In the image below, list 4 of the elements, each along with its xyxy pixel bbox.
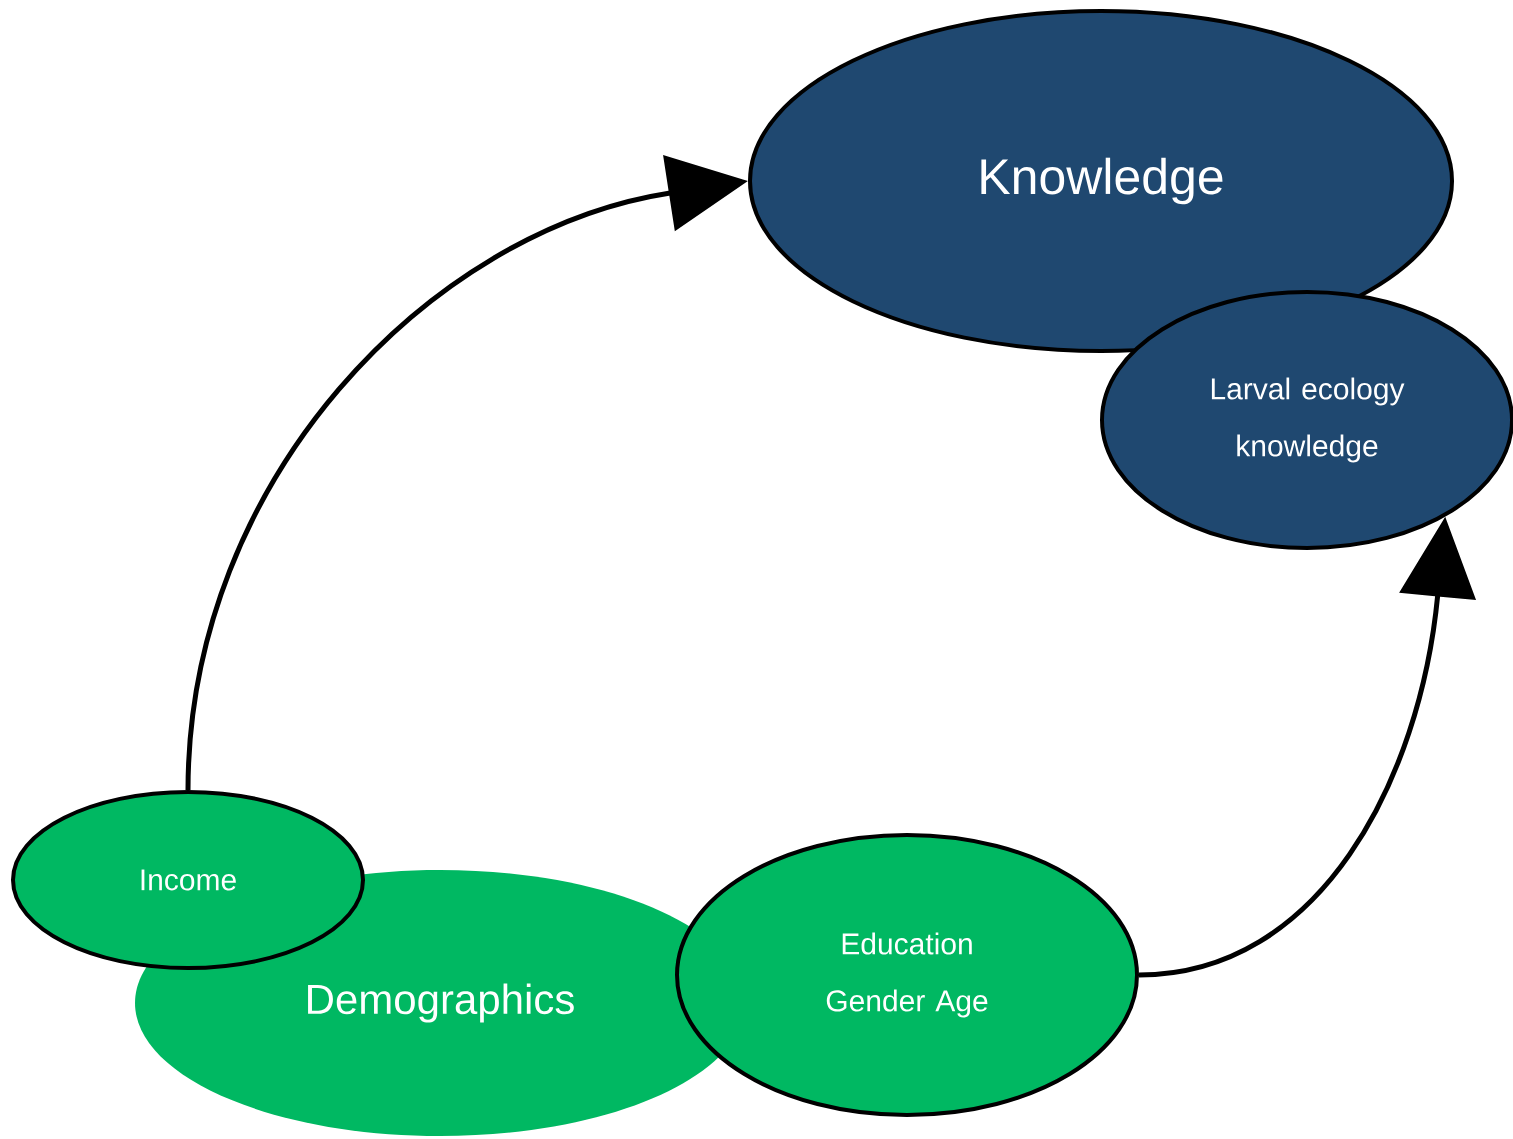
ellipse-node: Education Gender Age <box>675 833 1139 1117</box>
ellipse-node: Income <box>11 790 365 970</box>
ellipse-node: Larval ecology knowledge <box>1100 290 1513 550</box>
node-label: Demographics <box>308 983 574 1023</box>
